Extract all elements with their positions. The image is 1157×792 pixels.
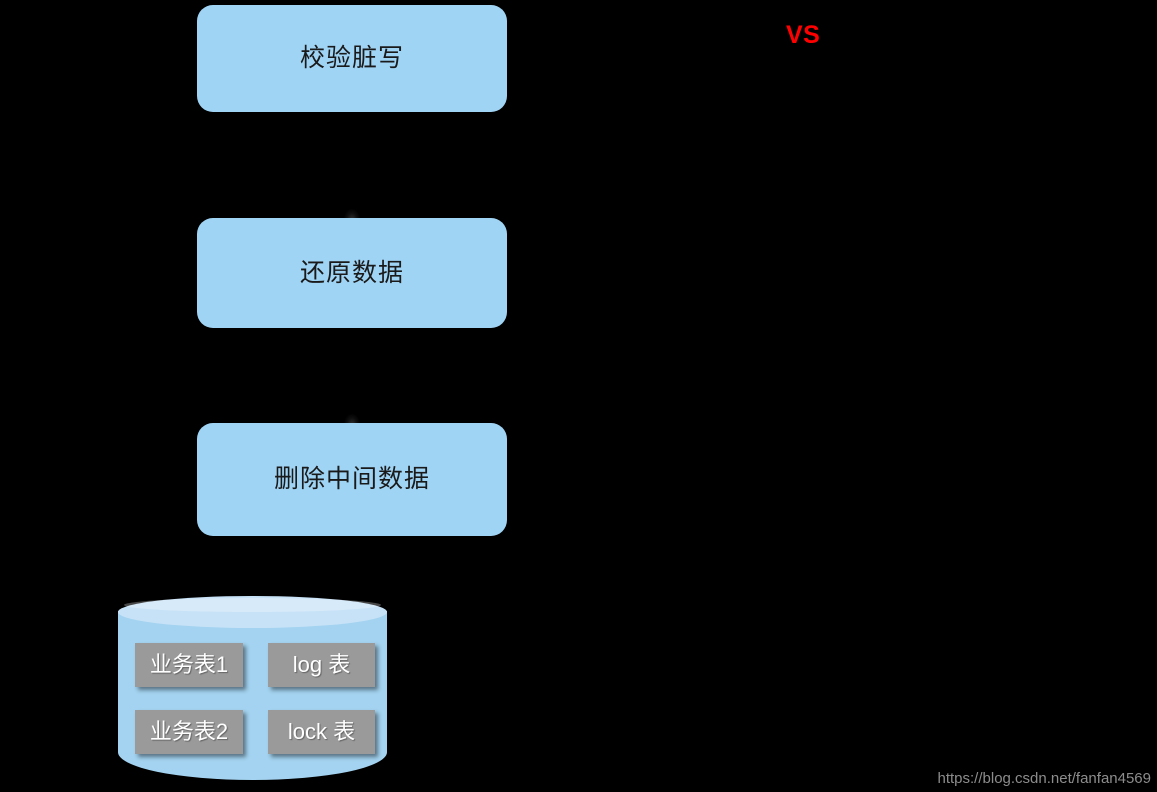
database-cylinder-top-sheen	[124, 598, 381, 612]
database-cylinder-body	[118, 611, 387, 780]
database-table-chip[interactable]: 业务表1	[135, 643, 243, 687]
database-table-chip[interactable]: log 表	[268, 643, 375, 687]
watermark-url: https://blog.csdn.net/fanfan4569	[937, 770, 1152, 787]
process-box-label: 还原数据	[299, 258, 404, 287]
process-box-label: 删除中间数据	[273, 465, 430, 493]
database-table-label: lock 表	[287, 719, 356, 744]
versus-label: VS	[786, 21, 821, 49]
database-table-label: 业务表2	[149, 719, 229, 744]
database-table-label: 业务表1	[149, 652, 229, 677]
process-box-restore-data[interactable]: 还原数据	[197, 218, 507, 328]
process-box-delete-intermediate-data[interactable]: 删除中间数据	[197, 423, 507, 536]
database-table-chip[interactable]: 业务表2	[135, 710, 243, 754]
process-box-verify-dirty-write[interactable]: 校验脏写	[197, 5, 507, 112]
database-table-chip[interactable]: lock 表	[268, 710, 375, 754]
database-cylinder-top	[118, 596, 387, 628]
database-table-label: log 表	[292, 652, 351, 677]
process-box-label: 校验脏写	[299, 44, 404, 72]
